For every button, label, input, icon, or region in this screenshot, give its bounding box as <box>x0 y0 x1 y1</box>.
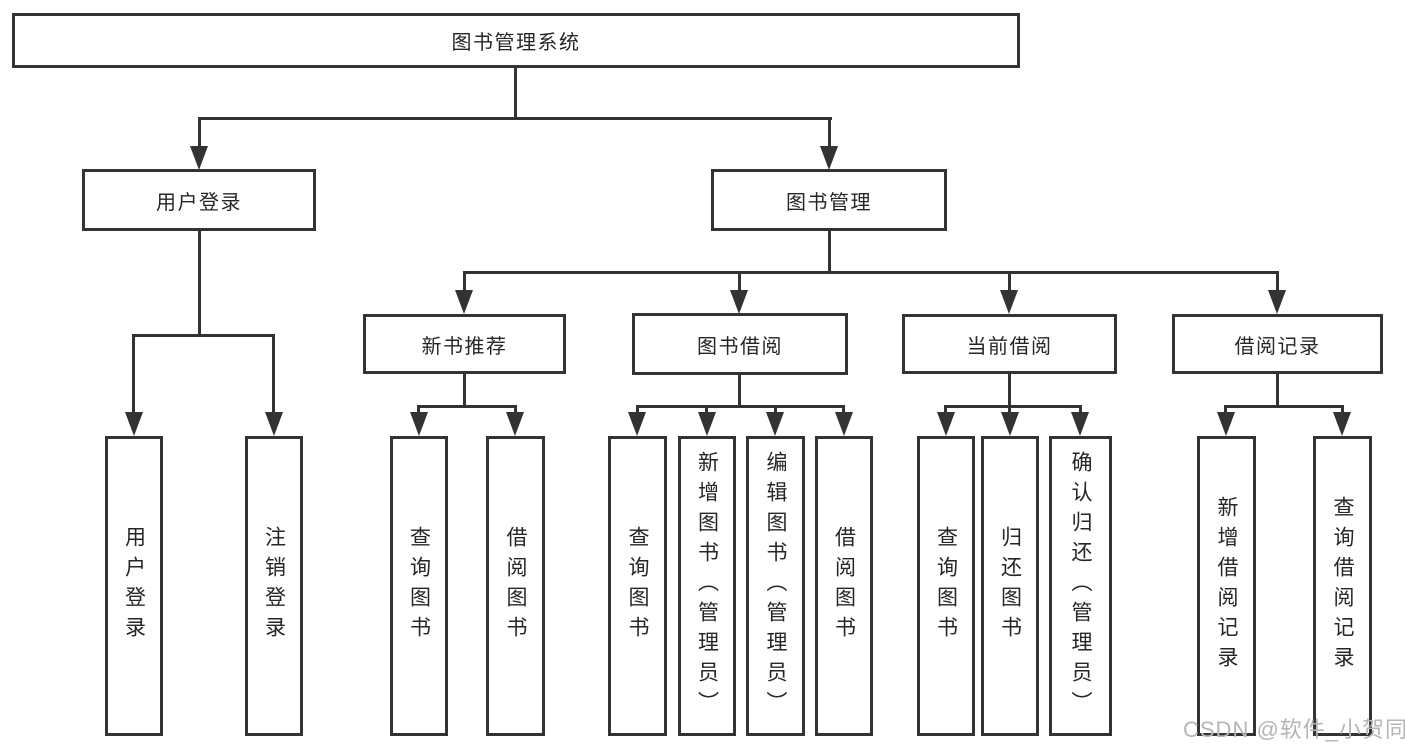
connector-drop-borrow-records <box>1276 271 1279 292</box>
connector-level3-branch <box>463 271 1279 274</box>
watermark-text: CSDN @软件_小贺同学 <box>1183 717 1405 742</box>
leaf-borrow-add-books-admin-label: 新增图书（管理员） <box>695 451 719 721</box>
node-user-login: 用户登录 <box>82 169 316 231</box>
leaf-current-query-books: 查询图书 <box>917 436 975 736</box>
connector-book-management-stem <box>828 231 831 274</box>
connector-drop <box>842 405 845 414</box>
connector-drop-new-book <box>463 271 466 292</box>
arrow-down-icon <box>766 412 784 436</box>
leaf-current-return-books: 归还图书 <box>981 436 1039 736</box>
leaf-current-query-books-label: 查询图书 <box>934 526 958 646</box>
leaf-borrow-query-books: 查询图书 <box>608 436 667 736</box>
node-book-borrow-label: 图书借阅 <box>697 335 783 358</box>
connector-borrow-records-stem <box>1276 374 1279 408</box>
connector-drop <box>417 405 420 414</box>
leaf-borrow-query-books-label: 查询图书 <box>626 526 649 646</box>
arrow-down-icon <box>1333 412 1351 436</box>
node-book-borrow: 图书借阅 <box>632 313 848 375</box>
arrow-down-icon <box>937 412 955 436</box>
connector-drop <box>1008 405 1011 414</box>
arrow-down-icon <box>1268 290 1286 314</box>
leaf-borrow-borrow-books-label: 借阅图书 <box>832 526 856 646</box>
leaf-borrow-edit-books-admin: 编辑图书（管理员） <box>746 436 805 736</box>
arrow-down-icon <box>698 412 716 436</box>
connector-borrow-records-branch <box>1224 405 1344 408</box>
leaf-user-login-label: 用户登录 <box>122 526 146 646</box>
connector-current-borrow-branch <box>944 405 1082 408</box>
leaf-newbook-borrow-books: 借阅图书 <box>486 436 545 736</box>
connector-drop <box>1079 405 1082 414</box>
node-new-book-recommend-label: 新书推荐 <box>421 335 508 358</box>
connector-drop-current-borrow <box>1008 271 1011 292</box>
node-borrow-records-label: 借阅记录 <box>1234 335 1321 358</box>
connector-drop <box>1341 405 1344 414</box>
node-root: 图书管理系统 <box>12 13 1020 68</box>
arrow-down-icon <box>1071 412 1089 436</box>
connector-drop-book-borrow <box>738 271 741 292</box>
leaf-records-add-record: 新增借阅记录 <box>1197 436 1256 736</box>
leaf-records-query-record: 查询借阅记录 <box>1313 436 1372 736</box>
leaf-user-login: 用户登录 <box>105 436 163 736</box>
leaf-newbook-query-books-label: 查询图书 <box>407 526 431 646</box>
leaf-logout-label: 注销登录 <box>262 526 286 646</box>
leaf-borrow-add-books-admin: 新增图书（管理员） <box>678 436 736 736</box>
connector-new-book-branch <box>417 405 517 408</box>
arrow-down-icon <box>1000 290 1018 314</box>
leaf-current-confirm-return-admin: 确认归还（管理员） <box>1049 436 1112 736</box>
node-borrow-records: 借阅记录 <box>1172 314 1383 374</box>
arrow-down-icon <box>628 412 646 436</box>
connector-drop <box>944 405 947 414</box>
leaf-logout: 注销登录 <box>245 436 303 736</box>
connector-drop <box>636 405 639 414</box>
node-current-borrow: 当前借阅 <box>902 314 1117 374</box>
node-root-label: 图书管理系统 <box>451 32 581 54</box>
node-book-management: 图书管理 <box>711 169 947 231</box>
node-user-login-label: 用户登录 <box>156 191 242 214</box>
node-book-management-label: 图书管理 <box>786 191 872 214</box>
arrow-down-icon <box>125 412 143 436</box>
arrow-down-icon <box>1001 412 1019 436</box>
node-new-book-recommend: 新书推荐 <box>363 314 566 374</box>
arrow-down-icon <box>265 412 283 436</box>
leaf-records-query-record-label: 查询借阅记录 <box>1331 496 1354 676</box>
arrow-down-icon <box>730 290 748 314</box>
connector-drop-leaf-user-login <box>132 334 135 414</box>
arrow-down-icon <box>1217 412 1235 436</box>
connector-drop-book-management <box>828 117 831 148</box>
connector-root-stem <box>514 68 517 120</box>
connector-drop <box>774 405 777 414</box>
connector-drop <box>514 405 517 414</box>
arrow-down-icon <box>455 290 473 314</box>
arrow-down-icon <box>820 146 838 170</box>
arrow-down-icon <box>835 412 853 436</box>
leaf-newbook-query-books: 查询图书 <box>390 436 448 736</box>
connector-user-login-stem <box>198 231 201 336</box>
connector-book-borrow-branch <box>636 405 845 408</box>
connector-drop-leaf-logout <box>272 334 275 414</box>
leaf-newbook-borrow-books-label: 借阅图书 <box>504 526 527 646</box>
leaf-borrow-edit-books-admin-label: 编辑图书（管理员） <box>764 451 787 721</box>
connector-new-book-stem <box>463 373 466 408</box>
node-current-borrow-label: 当前借阅 <box>966 335 1053 358</box>
arrow-down-icon <box>190 146 208 170</box>
leaf-records-add-record-label: 新增借阅记录 <box>1215 496 1238 676</box>
connector-drop <box>705 405 708 414</box>
connector-book-borrow-stem <box>738 374 741 408</box>
connector-drop-user-login <box>198 117 201 148</box>
leaf-current-return-books-label: 归还图书 <box>998 526 1022 646</box>
leaf-borrow-borrow-books: 借阅图书 <box>815 436 873 736</box>
connector-drop <box>1224 405 1227 414</box>
leaf-current-confirm-return-admin-label: 确认归还（管理员） <box>1069 451 1092 721</box>
arrow-down-icon <box>410 412 428 436</box>
connector-user-login-branch <box>132 334 275 337</box>
connector-level1-branch <box>198 117 832 120</box>
connector-current-borrow-stem <box>1008 373 1011 408</box>
arrow-down-icon <box>506 412 524 436</box>
